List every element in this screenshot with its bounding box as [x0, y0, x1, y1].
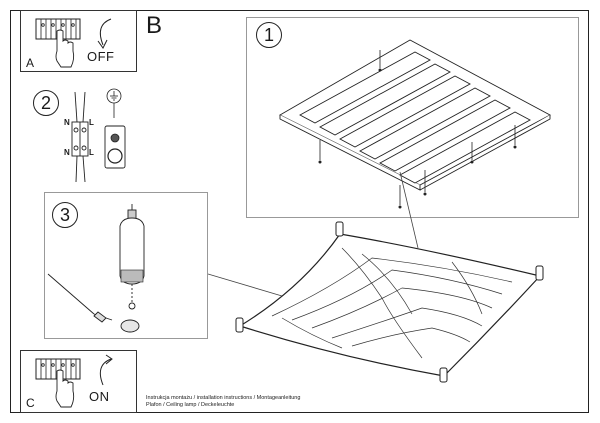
leader-line [207, 273, 283, 297]
on-label: ON [89, 389, 110, 404]
ground-symbol-icon [106, 88, 122, 118]
section-letter-c: C [26, 396, 35, 410]
step-2-number: 2 [33, 90, 59, 116]
ceiling-plate-illustration [279, 39, 551, 209]
arrow-icon [99, 354, 113, 386]
caption-line-1: Instrukcja montażu / installation instru… [146, 395, 301, 401]
wiring-connector-icon [71, 91, 89, 183]
wire-l-bottom: L [89, 148, 94, 157]
lamp-holder-icon [104, 125, 126, 169]
section-letter-b: B [146, 12, 163, 39]
caption-line-2: Plafon / Ceiling lamp / Deckeleuchte [146, 402, 235, 408]
hand-icon [55, 369, 75, 408]
off-label: OFF [87, 49, 115, 64]
section-letter-a: A [26, 56, 35, 70]
box-a: A OFF [20, 10, 137, 72]
page-frame [10, 10, 589, 413]
step-1-number: 1 [256, 22, 282, 48]
bulb-icon [47, 204, 145, 333]
wire-n-top: N [64, 118, 70, 127]
wire-l-top: L [89, 118, 94, 127]
hand-icon [55, 29, 75, 68]
wire-n-bottom: N [64, 148, 70, 157]
step-1-leader [399, 171, 419, 249]
lamp-shade-illustration [235, 221, 544, 383]
step-3-number: 3 [52, 202, 78, 228]
box-c: C ON [20, 350, 137, 413]
arrow-icon [97, 18, 112, 49]
